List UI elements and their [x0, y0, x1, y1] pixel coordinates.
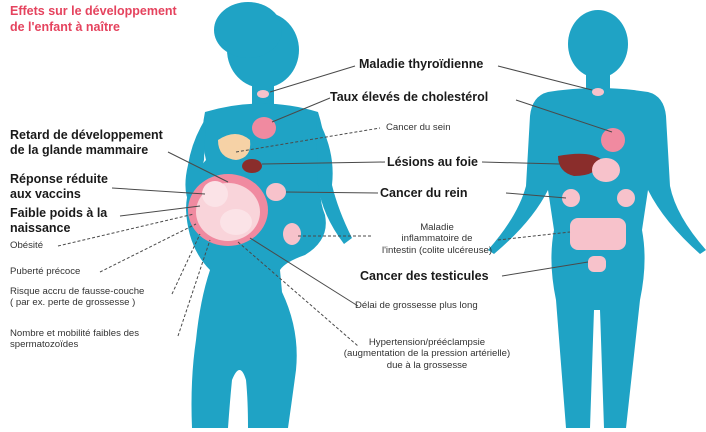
male-thyroid — [592, 88, 604, 96]
label-bowel-line-1: Maladie — [372, 222, 502, 233]
label-hypertension-line-1: Hypertension/prééclampsie — [312, 337, 542, 348]
label-birth-weight-line-2: naissance — [10, 221, 107, 236]
label-cholesterol: Taux élevés de cholestérol — [330, 90, 488, 105]
male-testicles — [588, 256, 606, 272]
label-testicular: Cancer des testicules — [360, 269, 489, 284]
male-head — [568, 10, 628, 78]
label-miscarriage-line-2: ( par ex. perte de grossesse ) — [10, 297, 144, 308]
female-kidney — [266, 183, 286, 201]
label-mammary-line-1: Retard de développement — [10, 128, 163, 143]
label-hypertension-line-2: (augmentation de la pression artérielle) — [312, 348, 542, 359]
label-pregnancy-delay: Délai de grossesse plus long — [355, 300, 478, 311]
title-line-1: Effets sur le développement — [10, 4, 177, 20]
label-hypertension: Hypertension/prééclampsie (augmentation … — [312, 337, 542, 371]
label-sperm-line-2: spermatozoïdes — [10, 339, 139, 350]
label-miscarriage: Risque accru de fausse-couche ( par ex. … — [10, 286, 144, 309]
label-bowel-line-2: inflammatoire de — [372, 233, 502, 244]
label-mammary-line-2: de la glande mammaire — [10, 143, 163, 158]
male-kidney-right — [617, 189, 635, 207]
female-ovary — [283, 223, 301, 245]
label-liver: Lésions au foie — [387, 155, 478, 170]
female-heart — [252, 117, 276, 139]
label-mammary: Retard de développement de la glande mam… — [10, 128, 163, 158]
label-thyroid: Maladie thyroïdienne — [359, 57, 483, 72]
female-thyroid — [257, 90, 269, 98]
female-torso — [186, 104, 326, 429]
female-liver — [242, 159, 262, 173]
label-sperm: Nombre et mobilité faibles des spermatoz… — [10, 328, 139, 351]
label-obesity: Obésité — [10, 240, 43, 251]
fetus-head — [202, 181, 228, 207]
label-sperm-line-1: Nombre et mobilité faibles des — [10, 328, 139, 339]
label-birth-weight: Faible poids à la naissance — [10, 206, 107, 236]
label-bowel-line-3: l'intestin (colite ulcéreuse) — [372, 245, 502, 256]
label-breast-cancer: Cancer du sein — [386, 122, 451, 133]
male-heart — [601, 128, 625, 152]
female-hair — [214, 2, 282, 58]
label-miscarriage-line-1: Risque accru de fausse-couche — [10, 286, 144, 297]
diagram-title: Effets sur le développement de l'enfant … — [10, 4, 177, 35]
label-vaccines-line-2: aux vaccins — [10, 187, 108, 202]
label-bowel: Maladie inflammatoire de l'intestin (col… — [372, 222, 502, 256]
label-vaccines-line-1: Réponse réduite — [10, 172, 108, 187]
label-vaccines: Réponse réduite aux vaccins — [10, 172, 108, 202]
label-hypertension-line-3: due à la grossesse — [312, 360, 542, 371]
label-birth-weight-line-1: Faible poids à la — [10, 206, 107, 221]
male-intestine — [570, 218, 626, 250]
male-stomach — [592, 158, 620, 182]
label-puberty: Puberté précoce — [10, 266, 80, 277]
fetus-body — [220, 209, 252, 235]
title-line-2: de l'enfant à naître — [10, 20, 177, 36]
label-kidney: Cancer du rein — [380, 186, 468, 201]
